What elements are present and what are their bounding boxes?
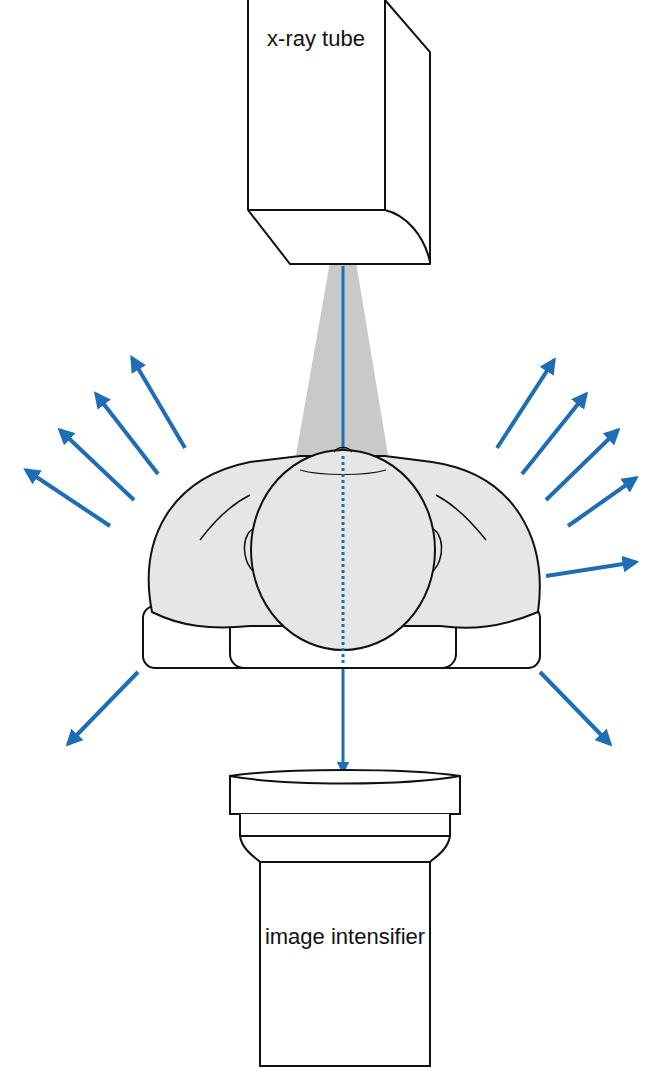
clothing-fold [436, 495, 486, 540]
scatter-radiation [26, 358, 636, 744]
x-ray-tube: x-ray tube [246, 0, 432, 266]
node-outline [226, 766, 464, 1068]
x-ray-beam-arrow [342, 266, 345, 772]
node-label: image intensifier [262, 922, 428, 952]
beam-path-through-patient [342, 456, 345, 666]
nose [334, 448, 352, 453]
clothing-fold [200, 495, 250, 540]
image-intensifier: image intensifier [226, 766, 464, 1068]
node-label: x-ray tube [250, 24, 382, 54]
